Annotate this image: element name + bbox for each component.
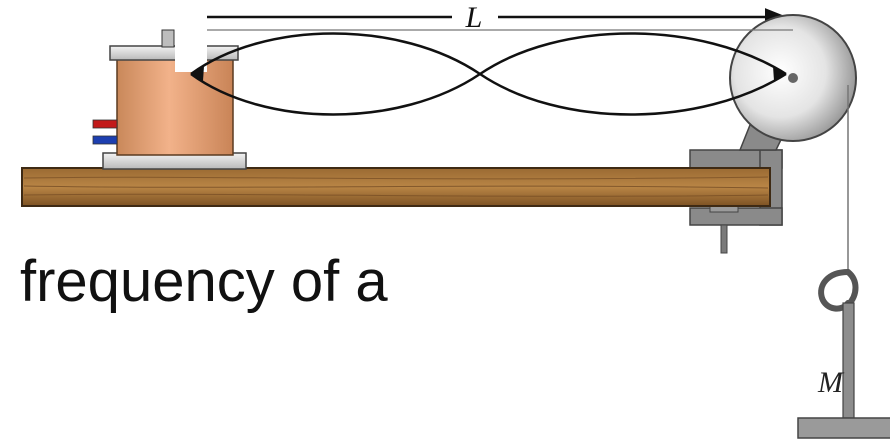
blank-patch: [175, 14, 207, 72]
pulley-wheel: [729, 14, 857, 142]
length-label: L: [465, 1, 483, 34]
electromagnet-coil: [92, 29, 247, 170]
mass-label: M: [817, 366, 845, 399]
hanging-mass: [797, 269, 890, 439]
caption-text: frequency of a: [20, 249, 388, 314]
wooden-board: [21, 167, 771, 207]
standing-wave: [190, 32, 787, 116]
